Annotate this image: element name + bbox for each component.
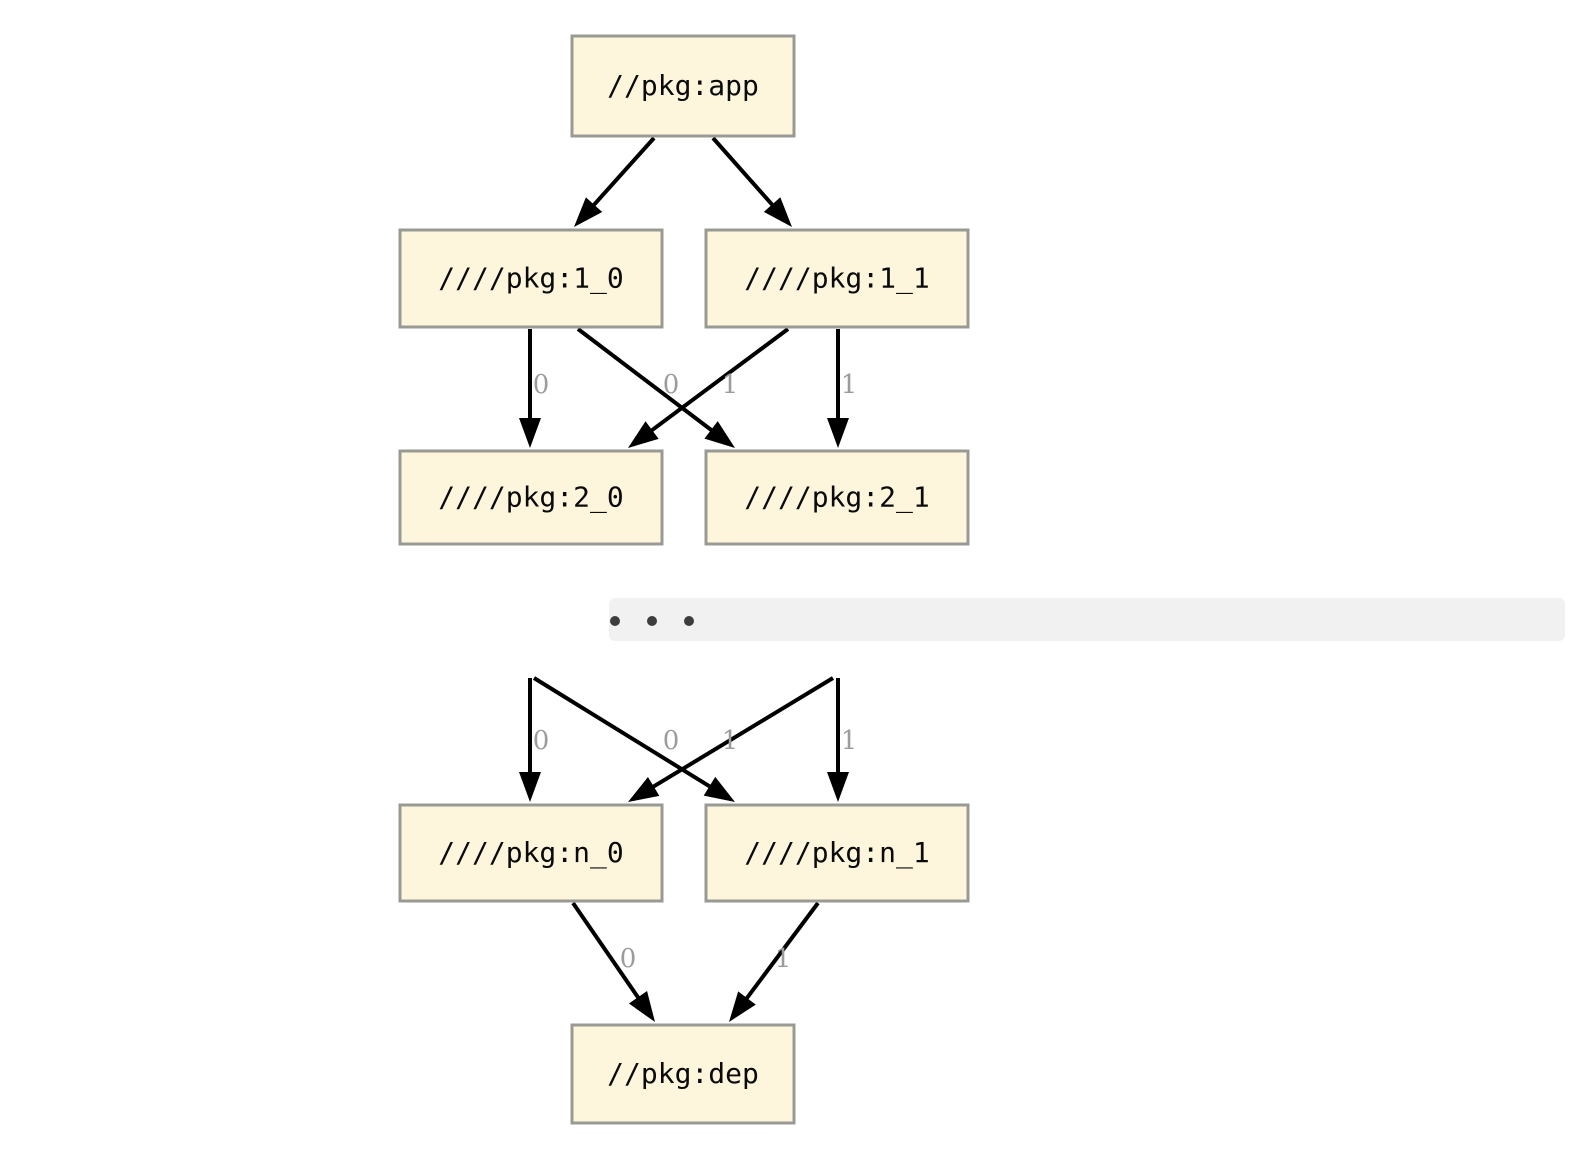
nodes-layer: //pkg:app ////pkg:1_0 ////pkg:1_1 ////pkg:2… [398,34,970,1125]
ellipsis-dot [647,616,657,626]
edge-label: 0 [663,726,680,756]
edge-line [647,676,835,792]
edge-arrowhead-icon [827,772,849,802]
edge-arrowhead-icon [574,197,603,227]
ellipsis-separator [609,598,1565,641]
node-box[interactable] [704,449,970,546]
graph-node-n1_1[interactable]: ////pkg:1_1 [704,228,970,329]
edge-label: 1 [722,726,739,756]
graph-node-n2_1[interactable]: ////pkg:2_1 [704,449,970,546]
edge-line [588,136,656,211]
edge-arrowhead-icon [763,197,792,227]
node-label: ////pkg:n_0 [438,836,623,870]
graph-edge: 0 [532,676,735,802]
edge-arrowhead-icon [628,421,659,448]
graph-node-app[interactable]: //pkg:app [570,34,796,138]
node-box[interactable] [704,228,970,329]
edge-label: 1 [775,944,792,974]
graph-node-n2_0[interactable]: ////pkg:2_0 [398,449,664,546]
node-box[interactable] [398,803,664,903]
node-label: ////pkg:2_0 [438,481,623,515]
node-box[interactable] [570,1023,796,1125]
graph-edge: 1 [628,327,790,448]
graph-edge: 0 [576,327,735,448]
edge-label: 0 [533,726,550,756]
edge-arrowhead-icon [729,991,756,1022]
edge-arrowhead-icon [628,991,655,1022]
edge-label: 0 [620,944,637,974]
graph-node-nn_1[interactable]: ////pkg:n_1 [704,803,970,903]
edge-line [741,901,820,1004]
node-box[interactable] [398,449,664,546]
edges-layer: 0 0 1 1 0 0 1 1 0 1 [519,136,857,1022]
ellipsis-band [609,598,1565,641]
node-box[interactable] [398,228,664,329]
node-label: ////pkg:1_1 [744,262,929,296]
edge-arrowhead-icon [519,772,541,802]
edge-label: 1 [841,726,858,756]
edge-arrowhead-icon [703,776,735,802]
graph-edge: 0 [519,678,549,802]
node-label: ////pkg:2_1 [744,481,929,515]
edge-line [711,136,778,211]
edge-arrowhead-icon [519,418,541,448]
node-label: //pkg:dep [607,1057,759,1090]
graph-edge: 1 [827,678,857,802]
graph-edge: 1 [628,676,835,802]
edge-label: 0 [533,370,550,400]
graph-node-n1_0[interactable]: ////pkg:1_0 [398,228,664,329]
edge-line [532,676,716,792]
graph-edge: 0 [519,329,549,448]
graph-node-dep[interactable]: //pkg:dep [570,1023,796,1125]
edge-line [571,901,644,1004]
node-box[interactable] [570,34,796,138]
node-label: ////pkg:1_0 [438,262,623,296]
graph-edge: 1 [827,329,857,448]
graph-edge: 0 [571,901,655,1022]
ellipsis-dot [684,616,694,626]
graph-edge [574,136,656,227]
ellipsis-dot [610,616,620,626]
graph-node-nn_0[interactable]: ////pkg:n_0 [398,803,664,903]
node-label: ////pkg:n_1 [744,836,929,870]
graph-edge [711,136,792,227]
edge-label: 0 [663,370,680,400]
edge-arrowhead-icon [827,418,849,448]
edge-label: 1 [841,370,858,400]
edge-line [576,327,718,436]
node-label: //pkg:app [607,69,759,102]
node-box[interactable] [704,803,970,903]
graph-edge: 1 [729,901,820,1022]
edge-arrowhead-icon [628,777,660,802]
edge-arrowhead-icon [704,421,735,448]
edge-line [646,327,790,436]
edge-label: 1 [722,370,739,400]
